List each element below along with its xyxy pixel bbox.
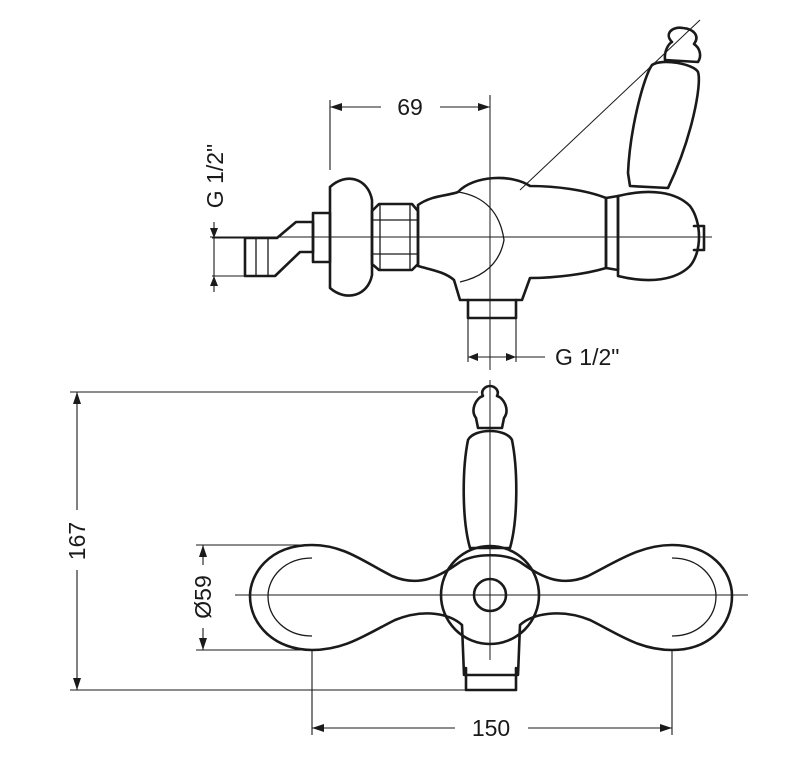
lever-knob (663, 26, 702, 64)
dim-167-arrow-top (73, 392, 81, 404)
handle-axis (519, 19, 701, 191)
dim-150-arrow-right (660, 724, 672, 732)
dim-center-distance-label: 150 (472, 715, 510, 741)
central-hole (472, 577, 508, 613)
bonnet-ring (604, 194, 620, 272)
dim-69-arrow-right (478, 103, 490, 111)
left-flange-ring (267, 557, 313, 637)
front-body-outline (248, 543, 734, 677)
right-flange-ring (671, 557, 717, 637)
head-cap (692, 224, 706, 252)
side-view: 69 G 1/2" G 1/2" (202, 19, 712, 370)
outlet-thread-arrow-right (506, 353, 516, 361)
front-lever-knob (472, 384, 508, 430)
outlet-spout (466, 298, 518, 320)
dim-59-arrow-top (199, 545, 207, 557)
thread-inlet-label: G 1/2" (202, 144, 228, 208)
body-bulge (457, 191, 505, 283)
dim-flange-diameter-label: Ø59 (190, 575, 216, 618)
valve-head (616, 190, 701, 282)
dim-depth-label: 69 (397, 94, 423, 120)
front-outlet (464, 666, 518, 692)
lever-handle (626, 60, 701, 190)
outlet-thread-arrow-left (468, 353, 478, 361)
dim-height-label: 167 (64, 522, 90, 560)
dim-59-arrow-bottom (199, 638, 207, 650)
inlet-thread-arrow-top (210, 228, 218, 238)
mixer-body (416, 176, 608, 302)
central-boss (439, 544, 541, 646)
dim-69-arrow-left (330, 103, 342, 111)
inlet-eccentric-connector (243, 220, 315, 278)
inlet-thread-arrow-bottom (210, 276, 218, 286)
front-view: 167 Ø59 150 (64, 380, 748, 741)
thread-outlet-label: G 1/2" (555, 344, 619, 370)
dim-150-arrow-left (312, 724, 324, 732)
dim-167-arrow-bottom (73, 678, 81, 690)
wall-flange (328, 177, 374, 297)
front-lever-handle (462, 429, 518, 550)
